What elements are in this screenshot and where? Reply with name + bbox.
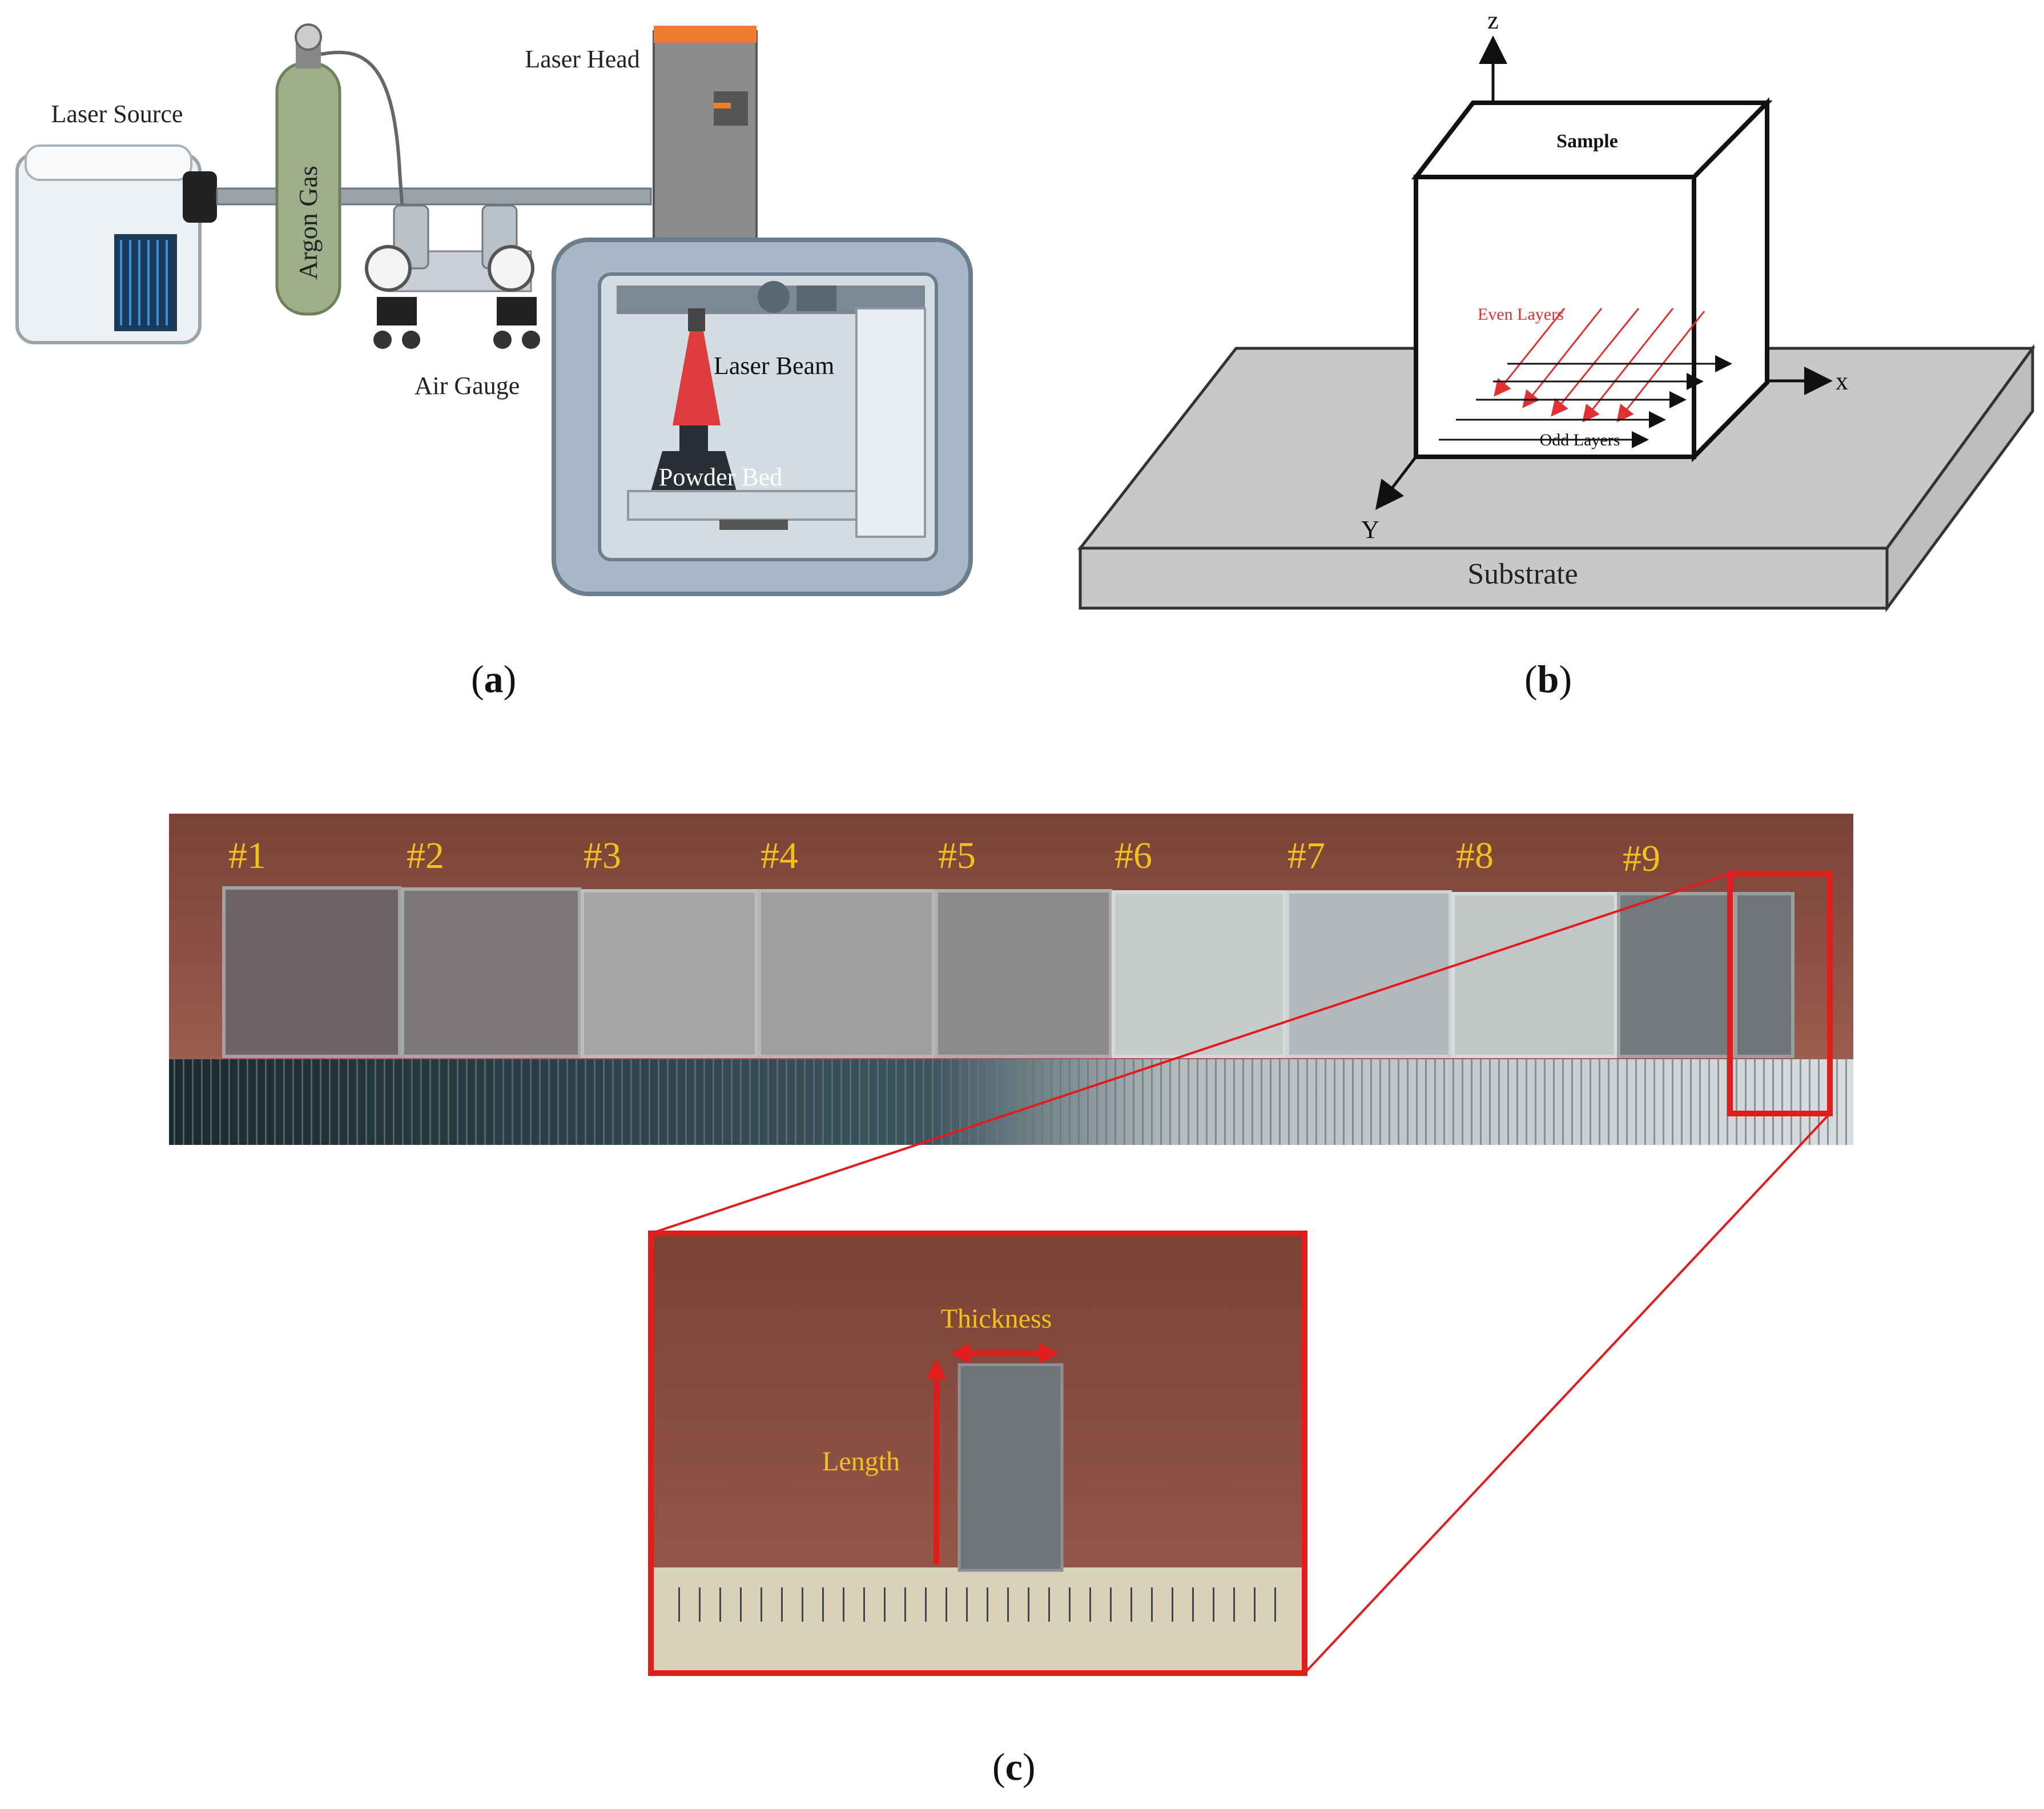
sample-number-labels: #1 #2 #3 #4 #5 #6 #7 #8 #9	[228, 835, 1660, 879]
y-axis-arrow	[1375, 456, 1417, 510]
odd-layers-label: Odd Layers	[1540, 431, 1620, 449]
powder-bed-label: Powder Bed	[659, 463, 782, 491]
zoom-inset	[648, 1231, 1307, 1676]
panel-b: Substrate Sample z x Y Even Layers Odd L…	[1073, 0, 2044, 628]
laser-head-label: Laser Head	[525, 45, 640, 73]
zoom-connector-bottom	[1303, 1112, 1831, 1674]
argon-cylinder	[275, 23, 404, 316]
x-axis-label: x	[1836, 367, 1848, 395]
scan-strategy-diagram: Substrate Sample z x Y Even Layers Odd L…	[1077, 6, 2035, 613]
sample-label-6: #6	[1114, 835, 1152, 877]
substrate-label: Substrate	[1467, 558, 1578, 590]
zoom-connector-top	[650, 873, 1731, 1235]
printer-enclosure	[552, 238, 973, 596]
even-layers-label: Even Layers	[1478, 305, 1564, 324]
y-axis-label: Y	[1361, 516, 1379, 544]
panel-c: #1 #2 #3 #4 #5 #6 #7 #8 #9 Thickness Len…	[0, 788, 2044, 1806]
caption-b: (b)	[1524, 657, 1572, 701]
caption-c: (c)	[992, 1745, 1036, 1788]
length-label: Length	[822, 1446, 900, 1477]
sample-label-8: #8	[1456, 835, 1494, 877]
sample-photo-composite: #1 #2 #3 #4 #5 #6 #7 #8 #9 Thickness Len…	[169, 814, 1853, 1676]
laser-beam-label: Laser Beam	[714, 352, 834, 380]
thickness-arrow	[951, 1343, 1059, 1364]
lpbf-setup-illustration: Laser Source Argon Gas Laser Head Air Ga…	[15, 23, 973, 596]
air-gauge-label: Air Gauge	[415, 372, 520, 400]
argon-gas-label: Argon Gas	[293, 166, 323, 280]
sample-label-9: #9	[1623, 838, 1660, 879]
inset-sample-bar	[957, 1363, 1064, 1572]
laser-head-tower	[653, 26, 758, 250]
odd-layer-scan-lines	[1439, 355, 1732, 448]
air-gauge-assembly	[365, 204, 540, 349]
highlight-box	[1727, 871, 1833, 1116]
sample-cube	[1411, 97, 1773, 463]
laser-source-unit	[15, 144, 217, 344]
sample-cubes	[222, 886, 1794, 1058]
sample-label-5: #5	[938, 835, 976, 877]
sample-label-7: #7	[1287, 835, 1325, 877]
caption-a: (a)	[471, 657, 517, 701]
length-arrow	[926, 1359, 947, 1565]
z-axis-label: z	[1487, 6, 1499, 34]
thickness-label: Thickness	[941, 1304, 1052, 1334]
panel-a: Laser Source Argon Gas Laser Head Air Ga…	[0, 0, 1005, 617]
sample-label-1: #1	[228, 835, 266, 877]
sample-label-4: #4	[761, 835, 798, 877]
sample-label-2: #2	[407, 835, 444, 877]
sample-label-3: #3	[584, 835, 621, 877]
sample-label: Sample	[1556, 131, 1618, 152]
laser-beam-cone	[673, 331, 721, 425]
laser-source-label: Laser Source	[51, 100, 183, 128]
